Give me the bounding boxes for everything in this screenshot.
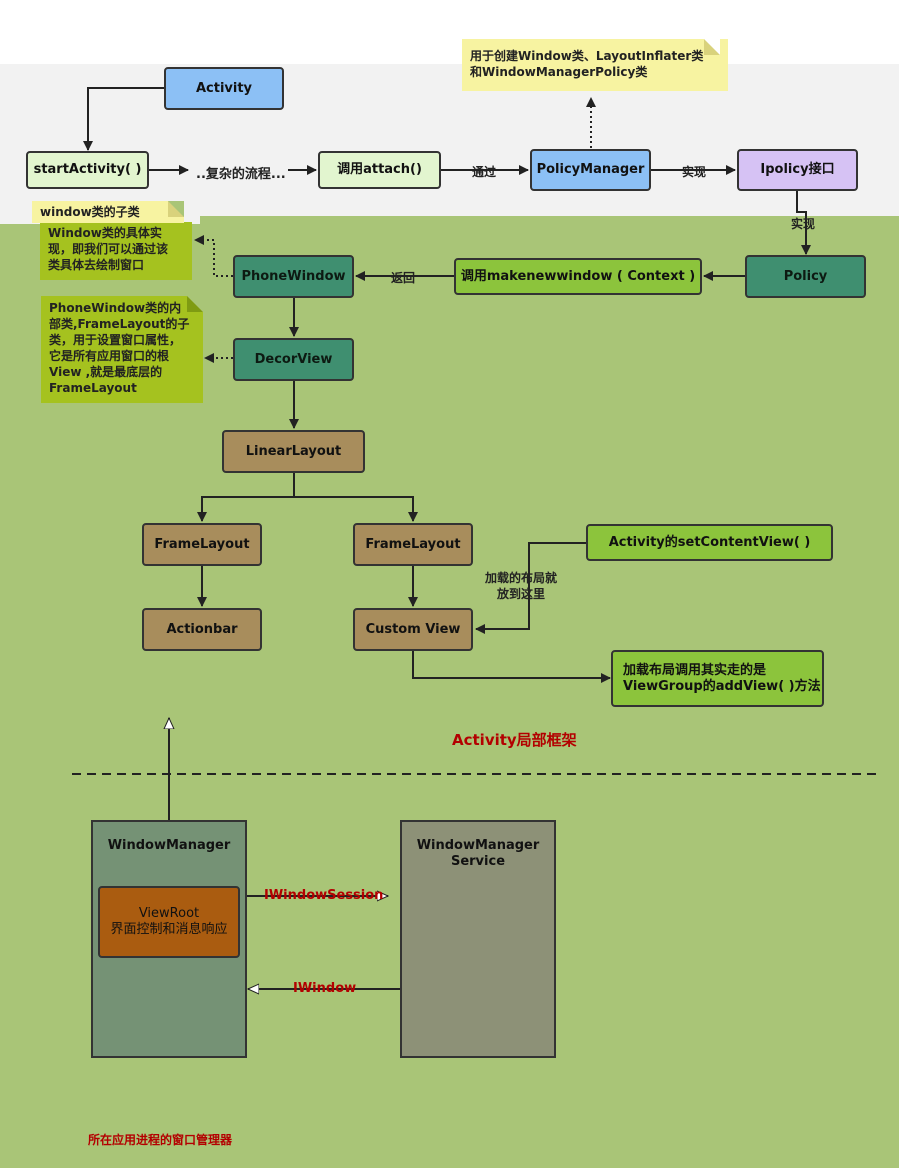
policy-manager-note: 用于创建Window类、LayoutInflater类 和WindowManag… [462,39,728,91]
set-content-view-node: Activity的setContentView( ) [586,524,833,561]
frame-layout-right-node: FrameLayout [353,523,473,566]
implements-label-2: 实现 [791,217,816,231]
edge-phonewindow-to-note [194,235,233,277]
edge-customview-to-addview [412,651,611,683]
edge-ipolicy-to-policy [796,191,811,255]
via-label: 通过 [472,165,497,179]
linear-layout-node: LinearLayout [222,430,365,473]
actionbar-node: Actionbar [142,608,262,651]
layout-placed-label: 加载的布局就 放到这里 [485,571,558,601]
call-makenewwindow-node: 调用makenewwindow ( Context ) [454,258,702,295]
implements-label-1: 实现 [682,165,707,179]
edge-activity-to-startactivity [83,87,164,151]
iwindow-session-label: IWindowSession [264,888,384,903]
policy-manager-node: PolicyManager [530,149,651,191]
activity-node: Activity [164,67,284,110]
complex-flow-label: ..复杂的流程... [196,167,286,182]
phone-window-node: PhoneWindow [233,255,354,298]
window-manager-title: WindowManager [107,838,231,853]
green-section-edge [200,216,899,226]
custom-view-node: Custom View [353,608,473,651]
app-process-wm-label: 所在应用进程的窗口管理器 [88,1133,233,1147]
decor-view-note: PhoneWindow类的内 部类,FrameLayout的子 类，用于设置窗口… [41,296,203,403]
returns-label: 返回 [391,271,416,285]
edge-linearlayout-to-framelayout-left [197,473,295,522]
window-subclass-note-fold [168,201,184,217]
call-attach-node: 调用attach() [318,151,441,189]
view-root-node: ViewRoot 界面控制和消息响应 [98,886,240,958]
window-manager-service-panel: WindowManager Service [400,820,556,1058]
ipolicy-interface-node: Ipolicy接口 [737,149,858,191]
top-section-background [0,64,899,224]
decor-view-note-fold [187,296,203,312]
edge-linearlayout-to-framelayout-right [294,496,418,522]
add-view-node: 加载布局调用其实走的是 ViewGroup的addView( )方法 [611,650,824,707]
frame-layout-left-node: FrameLayout [142,523,262,566]
activity-frame-title: Activity局部框架 [452,731,577,749]
iwindow-label: IWindow [293,981,357,996]
window-subclass-note-title: window类的子类 [32,201,184,223]
policy-manager-note-fold [704,39,720,55]
decor-view-node: DecorView [233,338,354,381]
policy-node: Policy [745,255,866,298]
start-activity-node: startActivity( ) [26,151,149,189]
edge-setcontentview-to-customview [475,542,586,634]
window-subclass-note: Window类的具体实 现，即我们可以通过该 类具体去绘制窗口 [40,222,192,280]
window-manager-service-title: WindowManager Service [416,838,540,869]
